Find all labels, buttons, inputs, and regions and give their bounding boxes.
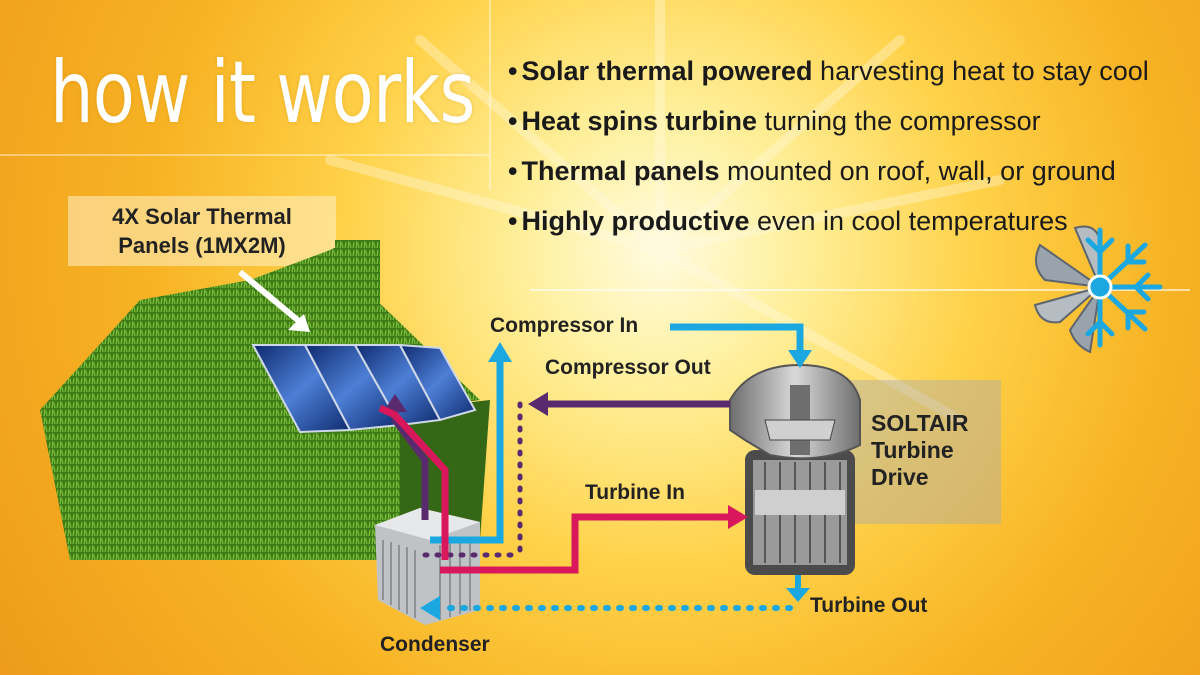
soltair-label: SOLTAIR Turbine Drive <box>871 410 969 490</box>
compressor-in-line <box>430 323 804 544</box>
condenser-label: Condenser <box>380 633 490 656</box>
compressor-out-label: Compressor Out <box>545 356 711 379</box>
page-title: how it works <box>50 43 475 143</box>
turbine-out-line <box>437 575 801 611</box>
compressor-in-label: Compressor In <box>490 314 639 337</box>
feature-list: •Solar thermal powered harvesting heat t… <box>508 56 1188 256</box>
pointer-arrow <box>238 269 310 332</box>
turbine-icon <box>729 363 861 575</box>
feature-item: •Highly productive even in cool temperat… <box>508 206 1068 236</box>
turbine-in-label: Turbine In <box>585 481 685 504</box>
fan-snowflake-icon <box>1033 225 1163 354</box>
callout-line1: 4X Solar Thermal <box>112 204 292 229</box>
solar-panels-callout: 4X Solar Thermal Panels (1MX2M) <box>68 196 336 266</box>
feature-item: •Solar thermal powered harvesting heat t… <box>508 56 1149 86</box>
feature-item: •Heat spins turbine turning the compress… <box>508 106 1041 136</box>
turbine-out-label: Turbine Out <box>810 594 928 617</box>
callout-line2: Panels (1MX2M) <box>118 233 286 258</box>
feature-item: •Thermal panels mounted on roof, wall, o… <box>508 156 1116 186</box>
turbine-in-line <box>378 404 730 574</box>
